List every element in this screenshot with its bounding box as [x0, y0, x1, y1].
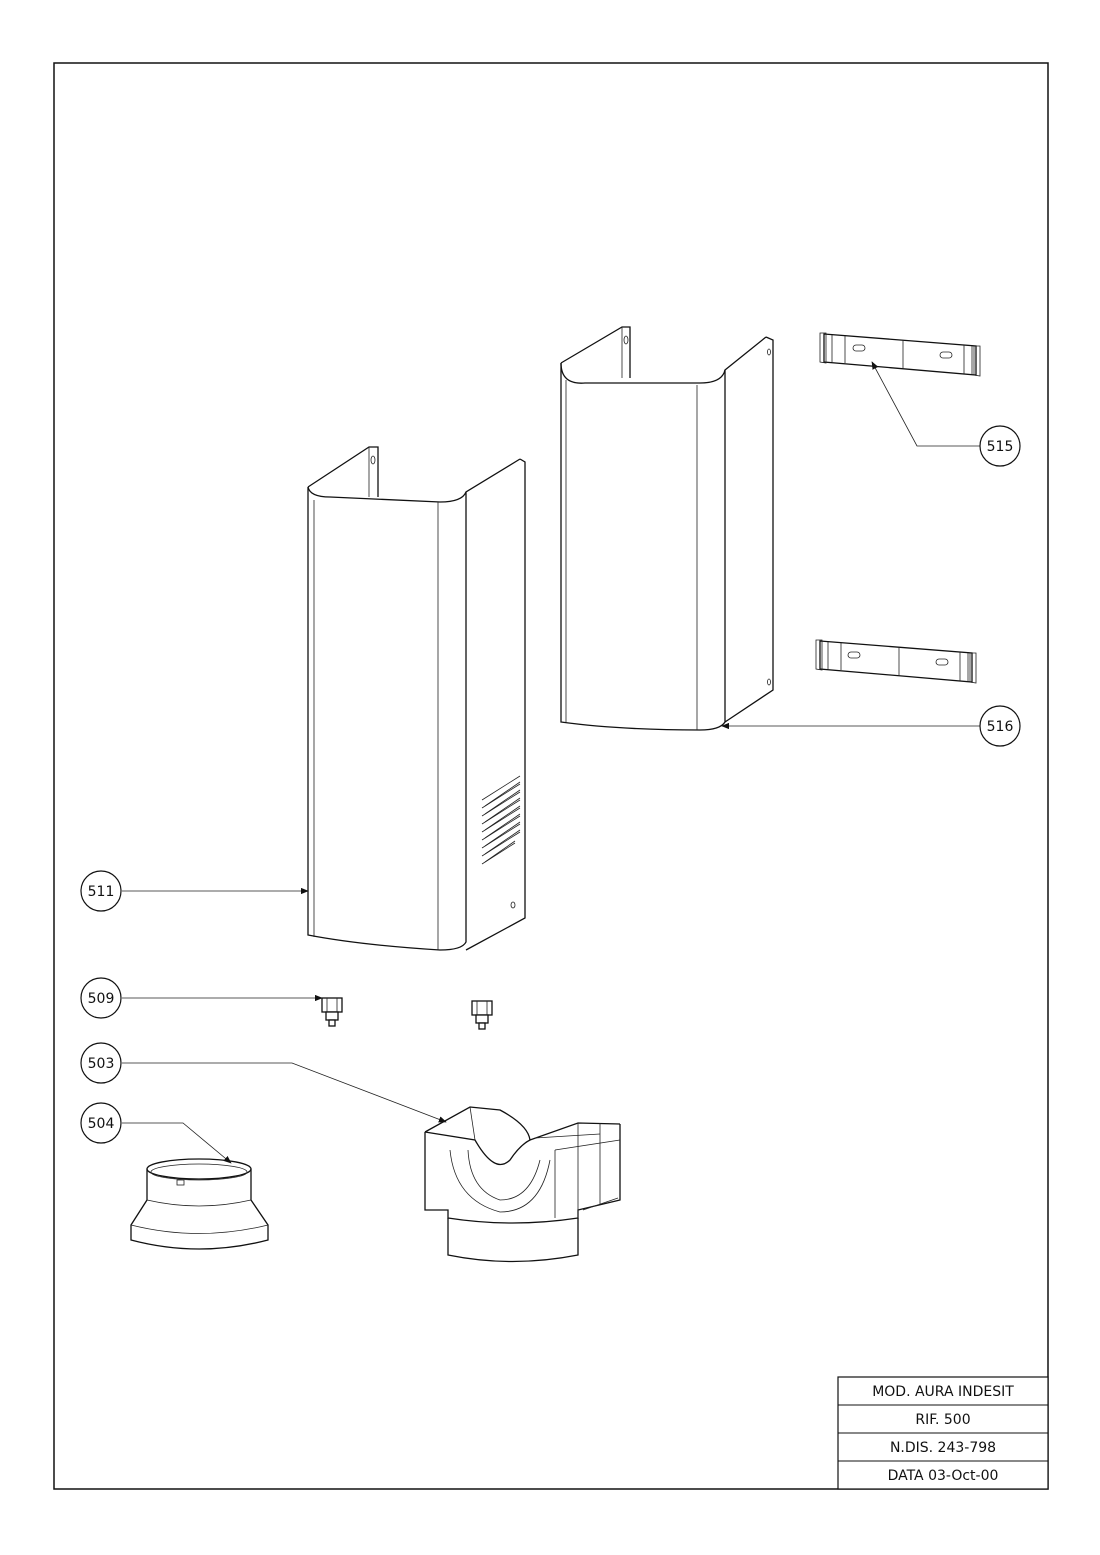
title-block-ref: RIF. 500 — [915, 1412, 970, 1428]
ventilation-grille — [481, 775, 521, 865]
callout-503-label: 503 — [88, 1056, 115, 1072]
part-515-wall-bracket-upper — [819, 332, 981, 377]
callout-504: 504 — [80, 1102, 122, 1144]
callout-504-label: 504 — [88, 1116, 115, 1132]
callout-516: 516 — [979, 705, 1021, 747]
part-509-clip-left — [321, 997, 343, 1027]
callout-516-label: 516 — [987, 719, 1014, 735]
callout-515-label: 515 — [987, 439, 1014, 455]
title-block-drawing-number: N.DIS. 243-798 — [890, 1440, 996, 1456]
part-wall-bracket-lower — [815, 639, 977, 684]
part-503-duct-adapter — [424, 1106, 621, 1263]
title-block-date: DATA 03-Oct-00 — [888, 1468, 999, 1484]
part-509-clip-right — [471, 1000, 493, 1030]
part-516-upper-chimney-cover — [560, 326, 774, 731]
callout-511-label: 511 — [88, 884, 115, 900]
callout-509-label: 509 — [88, 991, 115, 1007]
drawing-border — [53, 62, 1049, 1490]
part-504-round-reducer — [130, 1158, 269, 1250]
callout-511: 511 — [80, 870, 122, 912]
title-block: MOD. AURA INDESIT RIF. 500 N.DIS. 243-79… — [837, 1376, 1049, 1490]
part-511-lower-chimney-cover — [307, 446, 526, 951]
leader-lines — [122, 361, 980, 1164]
title-block-model: MOD. AURA INDESIT — [872, 1384, 1014, 1400]
callout-509: 509 — [80, 977, 122, 1019]
callout-515: 515 — [979, 425, 1021, 467]
callout-503: 503 — [80, 1042, 122, 1084]
